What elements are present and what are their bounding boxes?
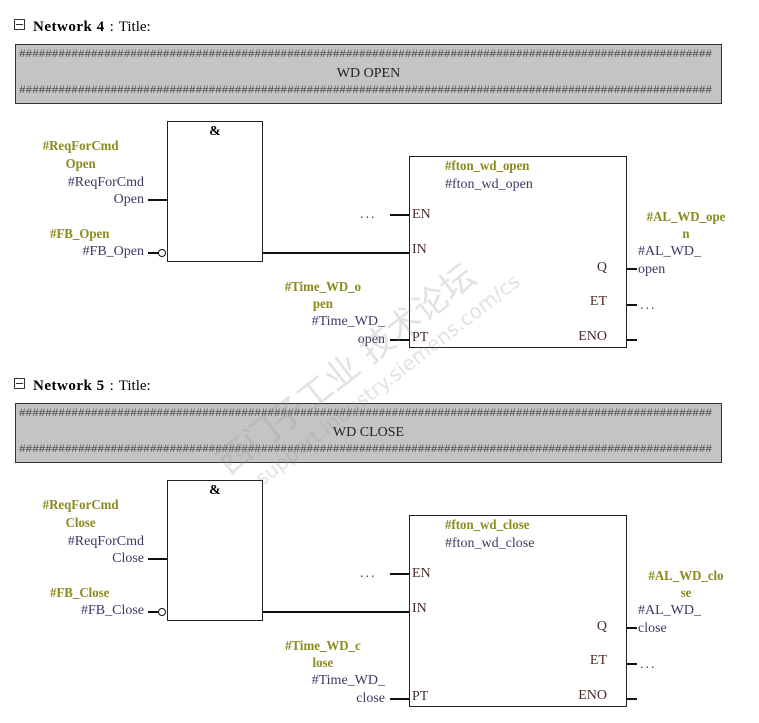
pt-symbol: #Time_WD_c <box>285 639 361 654</box>
pt-symbol: #Time_WD_o <box>284 280 362 295</box>
network-number: Network 4 <box>33 19 105 35</box>
pt-symbol-cont: pen <box>312 297 333 312</box>
pt-operand[interactable]: #Time_WD_ <box>311 673 385 688</box>
and-out-wire <box>263 611 410 613</box>
and-in1-operand-cont[interactable]: Open <box>113 192 144 207</box>
q-operand[interactable]: #AL_WD_ <box>638 244 701 259</box>
timer-instance[interactable]: #fton_wd_close <box>445 536 535 551</box>
negation-circle-icon <box>158 608 166 616</box>
q-symbol-cont: se <box>680 586 692 601</box>
network-5: Network 5:Title: ########################… <box>0 359 759 719</box>
en-wire <box>390 573 409 575</box>
pt-wire <box>390 339 409 341</box>
pin-pt: PT <box>412 330 429 345</box>
network-comment[interactable]: ########################################… <box>15 44 722 104</box>
comment-hash-line: ########################################… <box>19 85 712 97</box>
and-gate-label: & <box>209 483 221 498</box>
and-in1-symbol: #ReqForCmd <box>42 498 119 513</box>
and-in2-symbol: #FB_Open <box>50 227 110 242</box>
network-header: Network 5:Title: <box>14 377 151 395</box>
pin-eno: ENO <box>578 329 607 344</box>
comment-hash-line: ########################################… <box>19 444 712 456</box>
q-operand-cont[interactable]: close <box>638 621 667 636</box>
and-in1-wire <box>148 558 167 560</box>
q-operand[interactable]: #AL_WD_ <box>638 603 701 618</box>
pin-q: Q <box>596 260 607 275</box>
q-wire <box>627 268 637 270</box>
pin-in: IN <box>412 601 427 616</box>
and-in2-symbol: #FB_Close <box>50 586 110 601</box>
en-value[interactable]: ... <box>360 566 377 581</box>
en-wire <box>390 214 409 216</box>
en-value[interactable]: ... <box>360 207 377 222</box>
pin-et: ET <box>589 653 607 668</box>
pin-et: ET <box>589 294 607 309</box>
pin-en: EN <box>412 207 431 222</box>
and-out-wire <box>263 252 410 254</box>
pt-operand[interactable]: #Time_WD_ <box>311 314 385 329</box>
and-in1-operand[interactable]: #ReqForCmd <box>67 534 144 549</box>
eno-wire <box>627 339 637 341</box>
and-in1-operand[interactable]: #ReqForCmd <box>67 175 144 190</box>
pin-q: Q <box>596 619 607 634</box>
network-comment[interactable]: ########################################… <box>15 403 722 463</box>
pt-symbol-cont: lose <box>312 656 334 671</box>
pin-eno: ENO <box>578 688 607 703</box>
et-value[interactable]: ... <box>640 298 657 313</box>
and-in1-symbol-cont: Close <box>65 516 96 531</box>
comment-text: WD OPEN <box>336 66 401 81</box>
eno-wire <box>627 698 637 700</box>
and-gate-label: & <box>209 124 221 139</box>
pt-wire <box>390 698 409 700</box>
timer-instance[interactable]: #fton_wd_open <box>445 177 533 192</box>
et-value[interactable]: ... <box>640 657 657 672</box>
comment-text: WD CLOSE <box>332 425 405 440</box>
and-in2-wire <box>148 611 161 613</box>
q-symbol: #AL_WD_clo <box>648 569 724 584</box>
and-in1-symbol: #ReqForCmd <box>42 139 119 154</box>
pin-pt: PT <box>412 689 429 704</box>
timer-symbol: #fton_wd_close <box>445 518 530 533</box>
et-wire <box>627 304 637 306</box>
and-in1-symbol-cont: Open <box>65 157 96 172</box>
q-wire <box>627 627 637 629</box>
and-in1-operand-cont[interactable]: Close <box>112 551 144 566</box>
q-symbol-cont: n <box>682 227 690 242</box>
pin-en: EN <box>412 566 431 581</box>
pt-operand-cont[interactable]: open <box>357 332 385 347</box>
negation-circle-icon <box>158 249 166 257</box>
pt-operand-cont[interactable]: close <box>356 691 385 706</box>
comment-hash-line: ########################################… <box>19 408 712 420</box>
timer-box[interactable] <box>409 515 627 707</box>
network-4: Network 4:Title: ########################… <box>0 0 759 360</box>
and-gate-box[interactable] <box>167 121 263 262</box>
comment-hash-line: ########################################… <box>19 49 712 61</box>
and-in2-operand[interactable]: #FB_Open <box>82 244 144 259</box>
and-gate-box[interactable] <box>167 480 263 621</box>
and-in1-wire <box>148 199 167 201</box>
q-operand-cont[interactable]: open <box>638 262 666 277</box>
et-wire <box>627 663 637 665</box>
collapse-toggle-icon[interactable] <box>14 378 25 389</box>
collapse-toggle-icon[interactable] <box>14 19 25 30</box>
and-in2-operand[interactable]: #FB_Close <box>80 603 144 618</box>
network-title[interactable]: Title: <box>118 378 151 394</box>
timer-symbol: #fton_wd_open <box>445 159 530 174</box>
network-header: Network 4:Title: <box>14 18 151 36</box>
title-separator: : <box>109 378 114 394</box>
pin-in: IN <box>412 242 427 257</box>
q-symbol: #AL_WD_ope <box>646 210 726 225</box>
network-number: Network 5 <box>33 378 105 394</box>
title-separator: : <box>109 19 114 35</box>
and-in2-wire <box>148 252 161 254</box>
network-title[interactable]: Title: <box>118 19 151 35</box>
timer-box[interactable] <box>409 156 627 348</box>
